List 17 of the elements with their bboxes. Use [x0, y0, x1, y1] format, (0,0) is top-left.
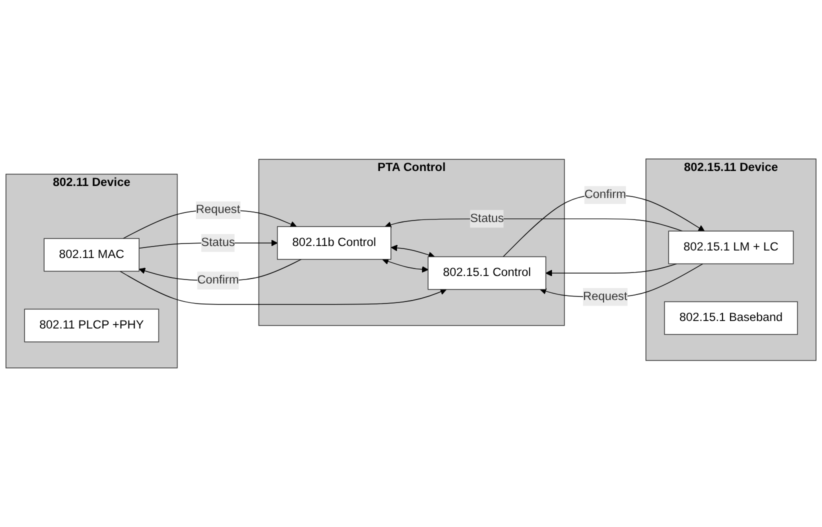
node-box: 802.11 PLCP +PHY: [24, 308, 160, 342]
arrow: [540, 264, 704, 298]
edge-label: Request: [196, 204, 240, 216]
edge-label: Status: [201, 236, 235, 249]
edge-label: Request: [582, 290, 628, 303]
edge-label: Status: [470, 212, 504, 225]
arrow: [546, 264, 678, 276]
arrow: [382, 258, 428, 273]
edge-label: Confirm: [197, 274, 239, 287]
arrow: [120, 270, 447, 305]
arrow: [390, 244, 435, 258]
edge-label: Confirm: [584, 188, 626, 202]
node-box: 802.15.1 Control: [428, 256, 546, 290]
node-box: 802.11 MAC: [44, 238, 140, 272]
node-box: 802.15.1 LM + LC: [668, 230, 794, 264]
node-box: 802.11b Control: [277, 226, 392, 260]
node-box: 802.15.1 Baseband: [664, 301, 798, 335]
